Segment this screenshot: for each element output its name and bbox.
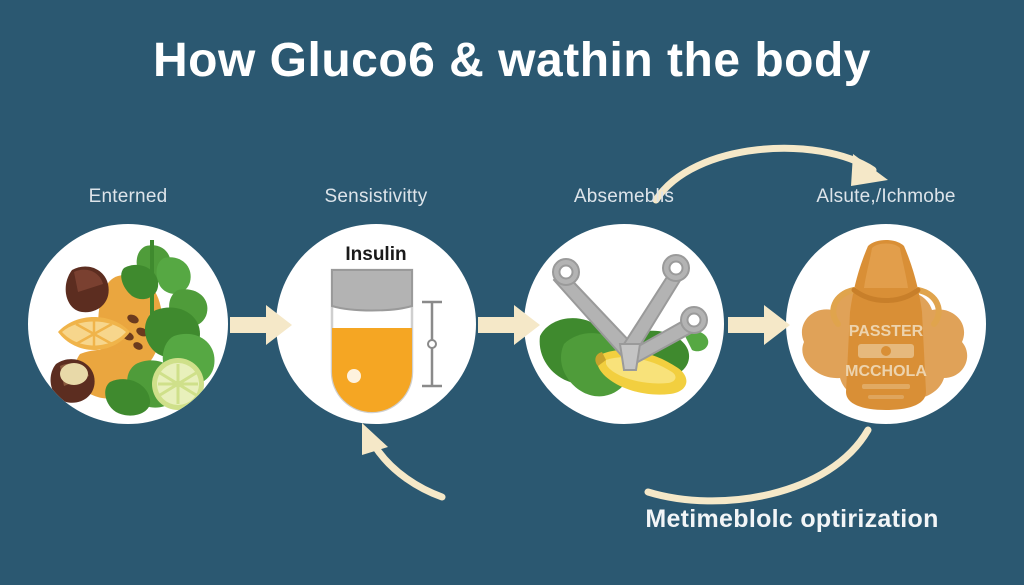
sack-label-top: PASSTER [849,323,924,340]
vegetables-and-scissors-icon [539,254,709,397]
step-4[interactable]: Alsute,/Ichmobe PASSTER [768,186,1004,426]
bottom-caption: Metimeblolc optirization [645,505,939,533]
curved-arrow-bottom-right-icon [600,420,930,530]
step-3[interactable]: Absemeblis [506,186,742,426]
step-4-bubble: PASSTER MCCHOLA [786,224,986,424]
steps-row: Enterned [0,186,1024,426]
step-3-bubble [524,224,724,424]
step-2-bubble: Insulin [276,224,476,424]
arrow-step3-to-step4-icon [726,303,792,347]
sack-label-bottom: MCCHOLA [845,363,927,380]
arrow-step1-to-step2-icon [228,303,294,347]
arrow-step2-to-step3-icon [476,303,542,347]
step-2[interactable]: Sensistivitty Insulin [258,186,494,426]
step-4-label: Alsute,/Ichmobe [816,186,956,207]
step-3-label: Absemeblis [573,186,675,207]
curved-arrow-top-right-icon [648,128,918,208]
page-title: How Gluco6 & wathin the body [152,34,871,87]
step-1-label: Enterned [88,186,168,207]
insulin-vial-icon: Insulin [330,244,442,414]
insulin-vial-caption: Insulin [345,244,406,265]
fruits-and-greens-plate-icon [50,240,215,416]
step-1-bubble [28,224,228,424]
step-2-label: Sensistivitty [324,186,428,207]
curved-arrow-bottom-left-icon [330,415,470,510]
step-1[interactable]: Enterned [10,186,246,426]
supplement-sack-icon: PASSTER MCCHOLA [801,240,968,410]
